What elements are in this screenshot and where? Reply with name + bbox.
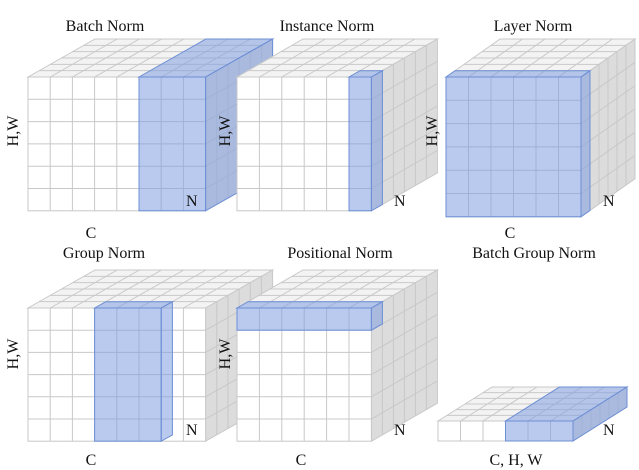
panel-batch-norm: Batch Norm H,W C N [0,0,275,242]
panel-instance-norm: Instance Norm H,W N [213,0,440,234]
y-axis-label: H,W [217,338,234,370]
y-axis-label: H,W [5,338,22,370]
x-axis-label: C [85,452,97,469]
panel-title: Positional Norm [287,245,393,262]
panel-title: Batch Group Norm [472,245,596,262]
panel-group-norm: Group Norm H,W C N [0,234,275,469]
highlight-side [160,300,173,443]
panel-positional-norm: Positional Norm H,W C N [213,234,440,469]
depth-axis-label: N [394,422,406,439]
cube-positional-norm [235,269,440,443]
highlight-side [580,69,591,218]
highlight-front [236,307,372,331]
cube-instance-norm [235,38,440,212]
cube-layer-norm [444,38,637,218]
x-axis-label: C [504,225,516,242]
highlight-side [370,69,383,212]
y-axis-label: H,W [424,115,441,147]
depth-axis-label: N [186,422,198,439]
panel-batch-group-norm: Batch Group Norm C, H, W N [426,234,639,469]
highlight-front [445,76,582,218]
depth-axis-label: N [603,422,615,439]
cube-group-norm [26,269,275,443]
y-axis-label: H,W [217,115,234,147]
x-axis-label: C [295,452,307,469]
highlight-front [505,420,574,442]
depth-axis-label: N [186,193,198,210]
highlight-top [235,301,385,309]
panel-layer-norm: Layer Norm H,W C N [424,0,639,242]
highlight-front [138,76,207,212]
highlight-top [444,70,592,78]
panel-title: Group Norm [62,245,146,262]
panel-title: Instance Norm [279,18,375,35]
x-axis-label: C [85,225,97,242]
cube-batch-group-norm [436,386,629,442]
highlight-front [94,307,162,442]
depth-axis-label: N [603,193,615,210]
depth-axis-label: N [394,193,406,210]
panel-title: Layer Norm [493,18,573,35]
x-axis-label: C, H, W [489,452,543,469]
y-axis-label: H,W [5,115,22,147]
panel-title: Batch Norm [65,18,145,35]
highlight-front [348,76,372,212]
highlight-top [92,301,175,309]
